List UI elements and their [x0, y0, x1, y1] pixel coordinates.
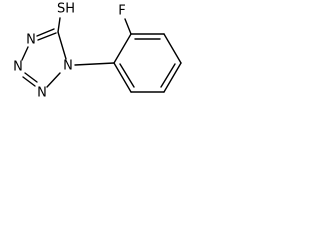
bond-c2-f	[124, 18, 132, 35]
bond-n1-phenyl	[74, 62, 115, 66]
fluorine-label: F	[118, 4, 125, 19]
bond-n3-n4	[21, 46, 29, 61]
bond-n2-n3-double	[22, 76, 36, 87]
benzene-ring	[113, 18, 182, 93]
bond-c6-c1-inner	[119, 63, 135, 88]
bond-c1-c2	[113, 33, 132, 64]
n2-label: N	[37, 86, 47, 101]
thiol-label: SH	[57, 2, 75, 17]
bond-n4-c5-double	[36, 28, 55, 37]
bond-c3-c4	[163, 33, 182, 64]
n3-label: N	[13, 60, 23, 75]
bond-c5-s	[57, 17, 61, 33]
tetrazole-ring	[21, 17, 67, 88]
bond-c6-c1	[113, 62, 132, 93]
bond-c4-c5-inner	[160, 63, 176, 88]
chemical-structure: SH F N N N N	[13, 2, 182, 101]
n1-label: N	[63, 59, 73, 74]
bond-n2-n3	[24, 72, 38, 83]
bond-c4-c5	[163, 62, 182, 93]
bond-n1-n2	[46, 72, 61, 88]
bond-n4-c5	[37, 32, 57, 41]
n4-label: N	[26, 33, 36, 48]
bond-c5-n1	[57, 31, 67, 60]
